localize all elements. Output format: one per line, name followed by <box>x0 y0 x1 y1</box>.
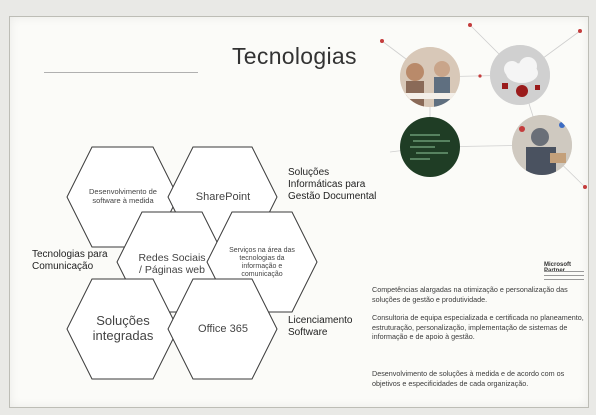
hexagon-office <box>167 278 278 380</box>
social-network-photo-icon <box>512 115 572 175</box>
label-licenciamento: Licenciamento Software <box>288 315 353 338</box>
slide-graphics <box>66 23 587 380</box>
paragraph-desenvolvimento: Desenvolvimento de soluções à medida e d… <box>372 369 565 388</box>
paragraph-competencias: Competências alargadas na otimização e p… <box>372 285 568 304</box>
hexagon-label-servicos: Serviços na área das tecnologias da info… <box>229 246 295 279</box>
hexagon-label-desenvolvimento: Desenvolvimento de software à medida <box>89 187 157 205</box>
code-screen-photo-icon <box>400 117 460 177</box>
slide-title: Tecnologias <box>232 43 357 69</box>
team-meeting-photo-icon <box>400 47 460 107</box>
hexagon-label-redes: Redes Sociais / Páginas web <box>138 251 206 276</box>
title-divider <box>44 72 198 73</box>
partner-logo-lines <box>544 271 584 283</box>
network-dots <box>380 23 587 189</box>
slide: Tecnologias Desenvolvimento de software … <box>9 16 589 408</box>
paragraph-consultoria: Consultoria de equipa especializada e ce… <box>372 313 584 342</box>
hexagon-grid <box>66 146 318 380</box>
hexagon-label-sharepoint: SharePoint <box>195 190 251 203</box>
label-gestao-documental: Soluções Informáticas para Gestão Docume… <box>288 167 377 202</box>
hexagon-label-solucoes: Soluções integradas <box>92 313 154 343</box>
hexagon-solucoes <box>66 278 179 380</box>
cloud-sharepoint-icon <box>490 45 550 105</box>
hexagon-label-office: Office 365 <box>198 322 248 335</box>
label-tecnologias-comunicacao: Tecnologias para Comunicação <box>32 249 108 272</box>
